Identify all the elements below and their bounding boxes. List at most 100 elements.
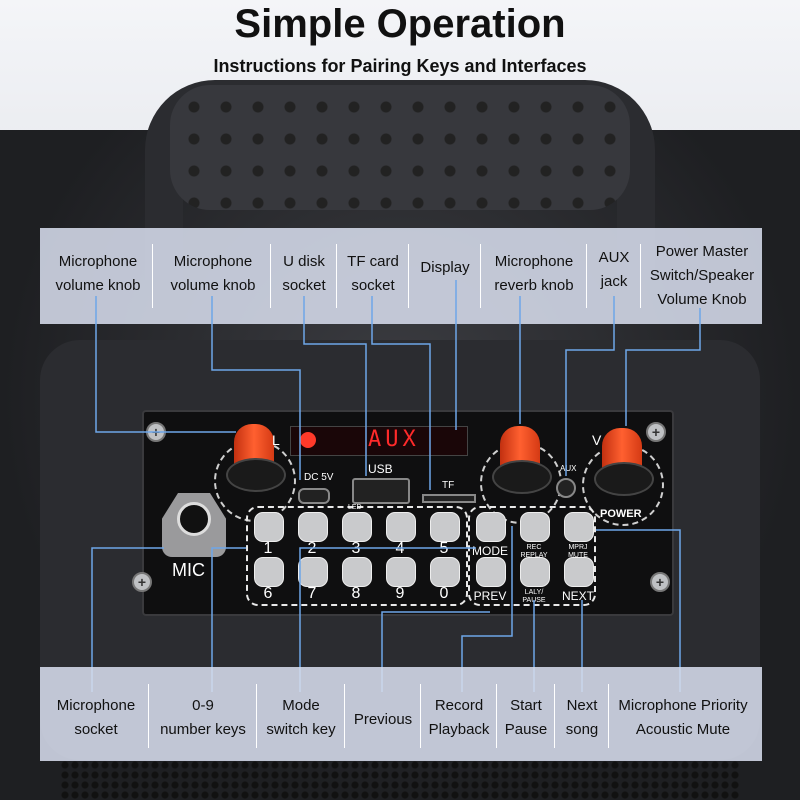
screw-icon: + xyxy=(646,422,666,442)
label-line: Acoustic Mute xyxy=(635,721,731,738)
key-3-button[interactable] xyxy=(342,512,372,542)
bottom-label-record: Record Playback xyxy=(422,694,496,742)
mode-button[interactable] xyxy=(476,512,506,542)
key-label: 8 xyxy=(351,585,361,602)
key-2-button[interactable] xyxy=(298,512,328,542)
mic-jack-hole[interactable] xyxy=(177,502,211,536)
label-line: Playback xyxy=(428,721,490,738)
key-label: 5 xyxy=(439,540,449,557)
label-line: Mode xyxy=(282,697,320,714)
bottom-label-next: Next song xyxy=(556,694,608,742)
label-line: Power Master xyxy=(655,243,749,260)
usb-socket[interactable] xyxy=(352,478,410,504)
mute-button[interactable] xyxy=(564,512,594,542)
play-pause-button[interactable] xyxy=(520,557,550,587)
label-line: Microphone xyxy=(56,697,136,714)
label-divider xyxy=(608,684,609,748)
play-pause-label: LALY/ PAUSE xyxy=(522,589,546,604)
key-0-button[interactable] xyxy=(430,557,460,587)
next-button[interactable] xyxy=(564,557,594,587)
key-9-button[interactable] xyxy=(386,557,416,587)
label-line: socket xyxy=(351,277,395,294)
bottom-label-mic-socket: Microphone socket xyxy=(44,694,148,742)
label-divider xyxy=(420,684,421,748)
page-subtitle: Instructions for Pairing Keys and Interf… xyxy=(213,56,587,76)
aux-jack[interactable] xyxy=(556,478,576,498)
display-text: AUX xyxy=(368,427,420,452)
label-line: number keys xyxy=(160,721,246,738)
bottom-label-bar xyxy=(40,667,762,761)
label-line: Start xyxy=(510,697,542,714)
label-line: AUX xyxy=(598,249,630,266)
label-line: volume knob xyxy=(55,277,141,294)
label-divider xyxy=(480,244,481,308)
label-line: U disk xyxy=(283,253,325,270)
prev-button[interactable] xyxy=(476,557,506,587)
prev-label: PREV xyxy=(473,589,507,603)
key-label: 0 xyxy=(439,585,449,602)
speaker-grille xyxy=(60,760,740,800)
label-divider xyxy=(152,244,153,308)
key-label: 7 xyxy=(307,585,317,602)
label-line: Volume Knob xyxy=(657,291,747,308)
power-volume-knob[interactable] xyxy=(594,428,654,496)
key-1-button[interactable] xyxy=(254,512,284,542)
key-7-button[interactable] xyxy=(298,557,328,587)
next-label: NEXT xyxy=(561,589,594,603)
key-6-button[interactable] xyxy=(254,557,284,587)
tf-socket[interactable] xyxy=(422,494,476,503)
mic-volume-knob[interactable] xyxy=(226,424,286,492)
label-divider xyxy=(586,244,587,308)
bottom-label-mode: Mode switch key xyxy=(258,694,344,742)
key-label: 6 xyxy=(263,585,273,602)
usb-label: USB xyxy=(368,462,393,476)
led-label: LED xyxy=(348,504,362,511)
tf-label: TF xyxy=(442,480,455,491)
key-5-button[interactable] xyxy=(430,512,460,542)
label-line: switch key xyxy=(266,721,336,738)
top-label-aux: AUX jack xyxy=(588,246,640,294)
mic-reverb-knob[interactable] xyxy=(492,426,552,494)
label-line: 0-9 xyxy=(192,697,214,714)
handle-grip xyxy=(170,85,630,210)
key-label: 9 xyxy=(395,585,405,602)
label-line: jack xyxy=(600,273,628,290)
bottom-label-mute: Microphone Priority Acoustic Mute xyxy=(604,694,762,742)
knob-v-label: V xyxy=(592,432,602,448)
label-line: Switch/Speaker xyxy=(649,267,755,284)
label-line: Microphone xyxy=(494,253,574,270)
rec-replay-button[interactable] xyxy=(520,512,550,542)
key-label: 4 xyxy=(395,540,405,557)
mute-label: MPRJ MUTE xyxy=(568,544,588,559)
label-line: Microphone Priority xyxy=(618,697,748,714)
label-divider xyxy=(640,244,641,308)
top-label-power: Power Master Switch/Speaker Volume Knob xyxy=(642,240,762,312)
key-label: 3 xyxy=(351,540,361,557)
key-label: 2 xyxy=(307,540,317,557)
top-label-u-disk: U disk socket xyxy=(272,250,336,298)
top-label-mic-volume-2: Microphone volume knob xyxy=(156,250,270,298)
bottom-label-previous: Previous xyxy=(346,708,420,732)
label-divider xyxy=(496,684,497,748)
top-label-display: Display xyxy=(410,256,480,280)
label-line: Pause xyxy=(504,721,548,738)
mic-label: MIC xyxy=(172,560,205,580)
dc-port[interactable] xyxy=(298,488,330,504)
label-line: socket xyxy=(282,277,326,294)
screw-icon: + xyxy=(146,422,166,442)
bottom-label-start-pause: Start Pause xyxy=(498,694,554,742)
label-line: reverb knob xyxy=(494,277,574,294)
label-line: Microphone xyxy=(173,253,253,270)
key-label: 1 xyxy=(263,540,273,557)
knob-l-label: L xyxy=(272,432,280,448)
key-8-button[interactable] xyxy=(342,557,372,587)
label-divider xyxy=(408,244,409,308)
power-label: POWER xyxy=(600,508,642,520)
key-4-button[interactable] xyxy=(386,512,416,542)
top-label-reverb: Microphone reverb knob xyxy=(482,250,586,298)
screw-icon: + xyxy=(132,572,152,592)
top-label-tf-card: TF card socket xyxy=(338,250,408,298)
dc-label: DC 5V xyxy=(304,472,334,483)
label-divider xyxy=(270,244,271,308)
label-line: Next xyxy=(566,697,598,714)
